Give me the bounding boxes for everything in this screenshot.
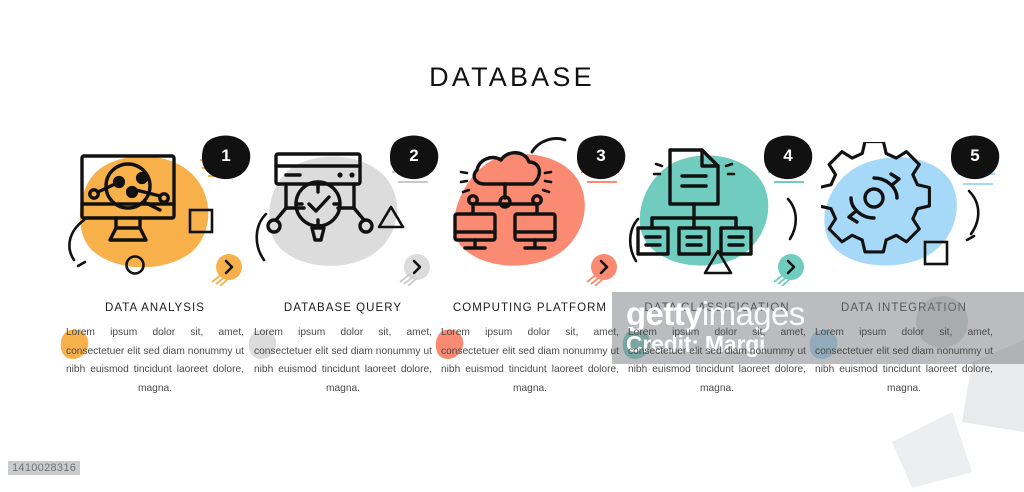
step-description-3: Lorem ipsum dolor sit, amet, consectetue… xyxy=(441,327,619,394)
watermark-brand-bold: getty xyxy=(626,295,702,332)
monitor-analytics-icon xyxy=(80,154,176,242)
step-card-3[interactable]: 3 COMPUTING PLATFORM Lorem ipsum dolor s… xyxy=(435,130,626,420)
arc-accent-5 xyxy=(965,189,980,242)
step-artwork-4: 4 xyxy=(624,130,813,290)
step-artwork-1: 1 xyxy=(62,130,251,290)
circle-outline-shape-1 xyxy=(125,255,145,275)
square-outline-shape-5 xyxy=(923,240,949,266)
asset-id-label: 1410028316 xyxy=(8,461,81,475)
arc-accent-3 xyxy=(530,137,567,154)
square-outline-shape-1 xyxy=(188,208,214,234)
step-title-2: DATABASE QUERY xyxy=(283,302,403,314)
step-body-wrap-3: Lorem ipsum dolor sit, amet, consectetue… xyxy=(435,324,623,420)
step-card-2[interactable]: 2 DATABASE QUERY Lorem ipsum dolor sit, … xyxy=(248,130,439,420)
cloud-network-computers-icon xyxy=(453,151,557,250)
step-body-wrap-5: Lorem ipsum dolor sit, amet, consectetue… xyxy=(809,324,997,420)
triangle-outline-shape-4 xyxy=(703,249,733,275)
arc-accent-2 xyxy=(255,212,268,262)
step-description-5: Lorem ipsum dolor sit, amet, consectetue… xyxy=(815,327,993,394)
step-description-2: Lorem ipsum dolor sit, amet, consectetue… xyxy=(254,327,432,394)
watermark-brand: gettyimages xyxy=(626,296,1024,331)
step-title-3: COMPUTING PLATFORM xyxy=(452,302,608,314)
step-artwork-2: 2 xyxy=(250,130,439,290)
triangle-outline-shape-2 xyxy=(377,205,405,229)
next-arrow-button-2[interactable] xyxy=(398,252,432,286)
next-arrow-button-4[interactable] xyxy=(772,252,806,286)
step-title-1: DATA ANALYSIS xyxy=(105,302,205,314)
step-badge-1 xyxy=(202,135,251,180)
step-badge-2 xyxy=(390,135,439,180)
accent-splat-3 xyxy=(435,329,464,359)
step-badge-3 xyxy=(577,135,626,180)
watermark-credit: Credit: Margi xyxy=(626,331,766,357)
next-arrow-button-1[interactable] xyxy=(210,252,244,286)
gear-refresh-icon xyxy=(821,142,931,254)
step-artwork-3: 3 xyxy=(437,130,626,290)
step-number-2: 2 xyxy=(409,146,419,165)
step-artwork-5: 5 xyxy=(811,130,1000,290)
watermark-band xyxy=(612,292,1024,364)
step-card-1[interactable]: 1 DATA ANALYSIS Lorem ipsum dolor s xyxy=(60,130,251,420)
arc-accent-1 xyxy=(68,218,87,268)
step-number-1: 1 xyxy=(221,146,231,165)
step-body-wrap-4: Lorem ipsum dolor sit, amet, consectetue… xyxy=(622,324,810,420)
accent-splat-1 xyxy=(60,329,89,359)
arc-accent-4-left xyxy=(628,217,640,263)
step-card-5[interactable]: 5 DATA INTEGRATION Lorem ipsum dolor sit… xyxy=(809,130,1000,420)
step-description-4: Lorem ipsum dolor sit, amet, consectetue… xyxy=(628,327,806,394)
step-card-4[interactable]: 4 DATA CLASSIFICATION Lorem ipsum dolor … xyxy=(622,130,813,420)
step-badge-4 xyxy=(764,135,813,180)
step-number-4: 4 xyxy=(783,146,793,165)
step-badge-5 xyxy=(951,135,1000,180)
step-description-1: Lorem ipsum dolor sit, amet, consectetue… xyxy=(66,327,244,394)
server-clock-check-icon xyxy=(266,152,374,242)
arc-accent-4-right xyxy=(786,197,798,241)
accent-splat-2 xyxy=(248,329,277,359)
document-hierarchy-icon xyxy=(636,148,753,256)
next-arrow-button-3[interactable] xyxy=(585,252,619,286)
step-number-5: 5 xyxy=(970,146,980,165)
watermark-brand-light: images xyxy=(701,295,805,332)
step-body-wrap-2: Lorem ipsum dolor sit, amet, consectetue… xyxy=(248,324,436,420)
page-title: DATABASE xyxy=(429,62,595,92)
step-number-3: 3 xyxy=(596,146,606,165)
step-body-wrap-1: Lorem ipsum dolor sit, amet, consectetue… xyxy=(60,324,248,420)
